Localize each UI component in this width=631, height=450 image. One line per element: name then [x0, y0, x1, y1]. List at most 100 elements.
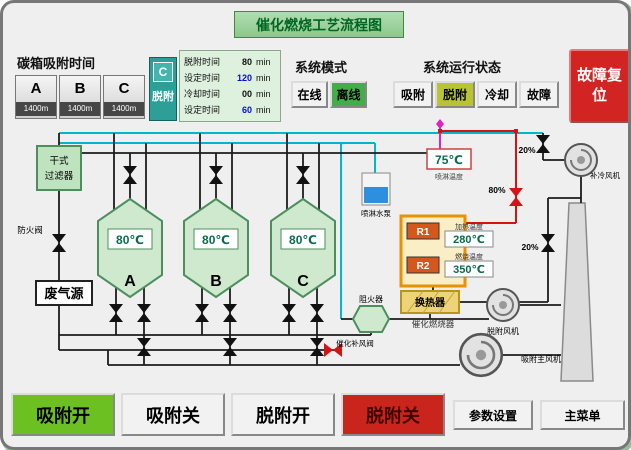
- heat-temp-value: 280℃: [453, 234, 485, 246]
- timer-label: 设定时间: [184, 105, 221, 115]
- mode-offline-button[interactable]: 离线: [330, 81, 367, 108]
- timer-label: 脱附时间: [184, 57, 221, 67]
- system-mode-label: 系统模式: [295, 60, 348, 75]
- pipe-junction: [514, 129, 518, 133]
- heater-r2-label: R2: [417, 261, 430, 272]
- page-title: 催化燃烧工艺流程图: [234, 11, 404, 38]
- process-diagram: 干式 过滤器 防火阀 废气源 80℃ A 80℃ B 80℃ C: [17, 119, 620, 382]
- heat-exchanger: 换热器: [400, 290, 460, 314]
- desorb-off-button[interactable]: 脱附关: [341, 393, 445, 436]
- valve-icon: [536, 135, 550, 153]
- status-lamp-cool: 冷却: [477, 81, 517, 108]
- timer-row: 设定时间 60 min: [184, 102, 276, 118]
- tank-a: 80℃ A: [97, 197, 163, 299]
- carbon-box-b-time: 1400m: [60, 102, 100, 116]
- tank-c: 80℃ C: [270, 197, 336, 299]
- dry-filter: [36, 145, 82, 191]
- carbon-box-a-name: A: [30, 80, 42, 97]
- flame-arrester: [351, 305, 391, 333]
- adsorb-off-button[interactable]: 吸附关: [121, 393, 225, 436]
- heat-temp-display: [444, 230, 494, 248]
- tank-b-name: B: [210, 273, 222, 290]
- spray-temp-value: 75℃: [435, 153, 463, 167]
- timer-unit: min: [256, 57, 271, 67]
- waste-gas-label: 废气源: [44, 286, 83, 301]
- carbon-box-c-time: 1400m: [104, 102, 144, 116]
- valve-icon: [137, 304, 151, 322]
- valve-icon: [195, 304, 209, 322]
- timer-row: 冷却时间 00 min: [184, 86, 276, 102]
- water-level: [364, 187, 388, 203]
- valve-icon: [223, 304, 237, 322]
- timer-unit: min: [256, 73, 271, 83]
- valve-icon: [541, 234, 555, 252]
- fire-valve-icon: [52, 234, 66, 252]
- cooling-fan-label: 补冷风机: [590, 170, 620, 180]
- system-status-label: 系统运行状态: [423, 60, 502, 75]
- adsorb-panel-label: 碳箱吸附时间: [17, 56, 96, 71]
- carbon-box-b-name: B: [74, 80, 86, 97]
- spray-temp-label: 喷淋温度: [435, 172, 463, 181]
- spray-temp-display: [426, 148, 472, 170]
- burn-temp-value: 350℃: [453, 264, 485, 276]
- makeup-valve-label: 催化补风阀: [336, 338, 374, 348]
- adsorb-on-button[interactable]: 吸附开: [11, 393, 115, 436]
- valve-icon: [137, 338, 151, 356]
- main-fan-label: 吸附主风机: [521, 354, 561, 364]
- carbon-box-a: A 1400m: [15, 75, 57, 119]
- timer-unit: min: [256, 89, 271, 99]
- valve-icon: [310, 338, 324, 356]
- valve-icon: [123, 166, 137, 184]
- waste-gas-source: [35, 280, 93, 306]
- valve-icon: [296, 166, 310, 184]
- burn-temp-label: 燃烧温度: [455, 252, 483, 261]
- heater-r2-button[interactable]: [406, 256, 440, 274]
- tank-c-temp: 80℃: [289, 233, 317, 247]
- fire-valve-label: 防火阀: [17, 225, 43, 235]
- exhaust-stack: [560, 202, 594, 382]
- desorption-fan-icon: [486, 288, 520, 322]
- active-box-name: C: [153, 62, 173, 82]
- main-fan-icon: [458, 332, 504, 378]
- active-box-mode: 脱附: [152, 91, 174, 103]
- carbon-box-b: B 1400m: [59, 75, 101, 119]
- heat-temp-label: 加热温度: [455, 222, 483, 231]
- spray-pump-label: 喷淋水泵: [361, 208, 391, 218]
- timer-value: 00: [241, 89, 252, 99]
- pipe-junction: [438, 129, 442, 133]
- tank-a-name: A: [124, 273, 136, 290]
- mix-valve-percent: 20%: [521, 242, 538, 252]
- timer-value: 120: [236, 73, 252, 83]
- valve-icon: [223, 338, 237, 356]
- timer-value: 80: [241, 57, 252, 67]
- timer-label: 设定时间: [184, 73, 221, 83]
- pipes-cyan: [59, 132, 543, 319]
- valve-icon: [282, 304, 296, 322]
- fault-reset-button[interactable]: 故障复位: [569, 49, 628, 123]
- sensor-dot-icon: [436, 119, 444, 129]
- carbon-box-a-time: 1400m: [16, 102, 56, 116]
- carbon-box-c: C 1400m: [103, 75, 145, 119]
- timer-panel: 脱附时间 80 min 设定时间 120 min 冷却时间 00 min 设定时…: [179, 50, 281, 122]
- main-menu-button[interactable]: 主菜单: [540, 400, 625, 430]
- timer-unit: min: [256, 105, 271, 115]
- pipes-hot-red: [440, 130, 517, 224]
- status-lamp-adsorb: 吸附: [393, 81, 433, 108]
- hot-bypass-valve-percent: 80%: [488, 185, 505, 195]
- timer-label: 冷却时间: [184, 89, 221, 99]
- timer-row: 脱附时间 80 min: [184, 54, 276, 70]
- tank-a-temp: 80℃: [116, 233, 144, 247]
- flame-arrester-label: 阻火器: [359, 295, 383, 304]
- hot-valve-icon: [509, 188, 523, 206]
- heater-r1-button[interactable]: [406, 222, 440, 240]
- mode-online-button[interactable]: 在线: [291, 81, 328, 108]
- timer-row: 设定时间 120 min: [184, 70, 276, 86]
- burn-temp-display: [444, 260, 494, 278]
- tank-b-temp: 80℃: [202, 233, 230, 247]
- status-lamp-desorb: 脱附: [435, 81, 475, 108]
- desorb-on-button[interactable]: 脱附开: [231, 393, 335, 436]
- valve-icon: [209, 166, 223, 184]
- params-button[interactable]: 参数设置: [453, 400, 533, 430]
- status-lamp-fault: 故障: [519, 81, 559, 108]
